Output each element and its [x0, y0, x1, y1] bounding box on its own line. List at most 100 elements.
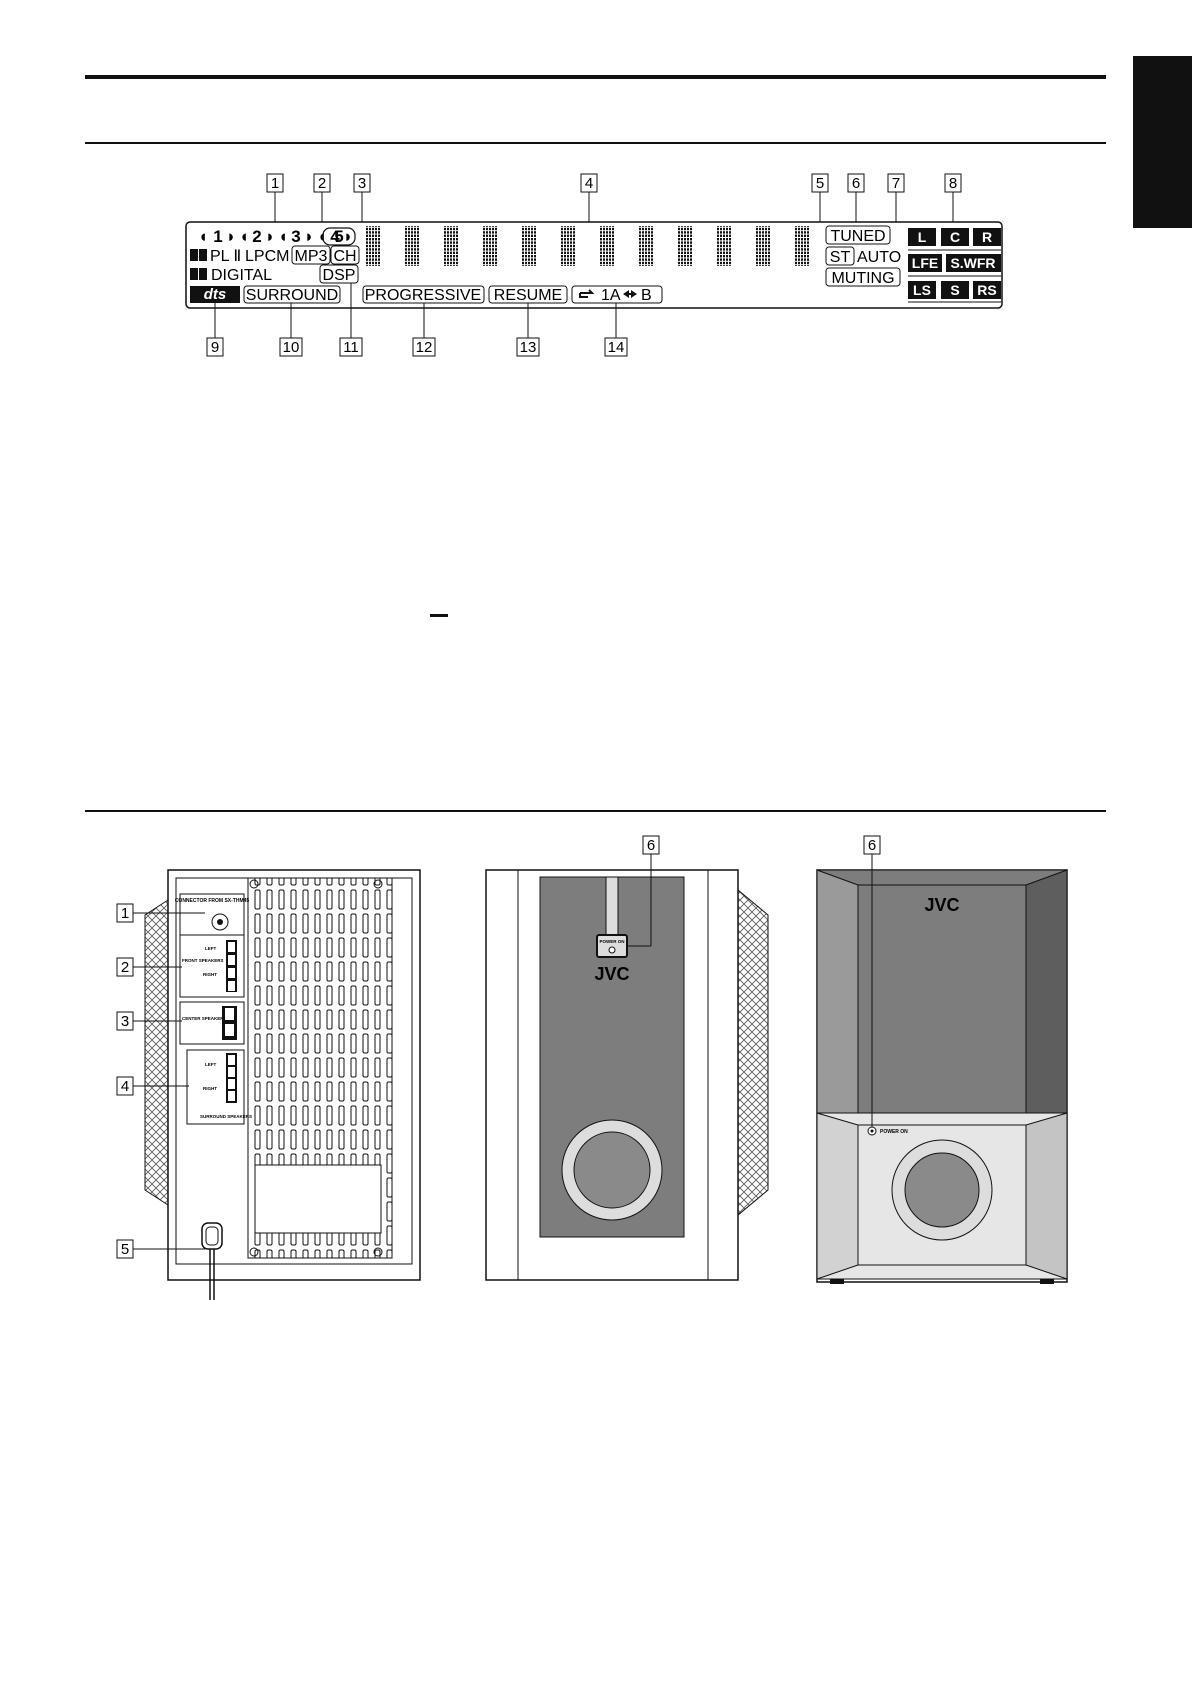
channel-indicators: ◖1◗ ◖2◗ ◖3◗ ◖4◗ [198, 227, 353, 246]
svg-text:LEFT: LEFT [205, 1062, 216, 1067]
channel-5: 5 [322, 227, 356, 246]
dot-matrix-display [366, 226, 810, 266]
callout-4: 4 [580, 173, 598, 225]
ch-indicator: CH [330, 245, 360, 265]
callout-12: 12 [412, 303, 436, 357]
auto-indicator: AUTO [857, 249, 901, 266]
callout-9: 9 [206, 303, 224, 357]
svg-text:◖: ◖ [198, 227, 208, 246]
svg-text:SURROUND SPEAKERS: SURROUND SPEAKERS [200, 1114, 252, 1119]
svg-text:CENTER SPEAKER: CENTER SPEAKER [182, 1016, 224, 1021]
svg-text:C: C [950, 229, 960, 245]
jvc-logo: JVC [594, 964, 629, 984]
language-tab [1133, 56, 1192, 228]
svg-text:LFE: LFE [912, 255, 938, 271]
svg-text:6: 6 [647, 837, 655, 854]
front-speaker-terminals: FRONT SPEAKERS LEFT RIGHT [179, 934, 245, 998]
svg-text:10: 10 [283, 339, 300, 356]
svg-text:B: B [641, 287, 652, 304]
svg-text:4: 4 [330, 227, 340, 246]
svg-text:◗: ◗ [343, 227, 353, 246]
svg-text:dts: dts [204, 286, 227, 303]
callout-13: 13 [516, 303, 540, 357]
progressive-indicator: PROGRESSIVE [362, 285, 485, 304]
svg-text:ST: ST [830, 249, 851, 266]
svg-text:7: 7 [892, 175, 900, 192]
svg-text:PL Ⅱ: PL Ⅱ [210, 248, 241, 265]
svg-text:3: 3 [121, 1013, 129, 1030]
svg-text:12: 12 [416, 339, 433, 356]
svg-text:SURROUND: SURROUND [246, 287, 338, 304]
svg-text:POWER ON: POWER ON [880, 1129, 908, 1135]
svg-text:2: 2 [318, 175, 326, 192]
svg-text:5: 5 [121, 1241, 129, 1258]
power-cord [201, 1222, 223, 1300]
front-view: JVC POWER ON 6 [816, 835, 1068, 1284]
callout-3: 3 [353, 173, 371, 250]
svg-text:RS: RS [977, 282, 996, 298]
svg-text:◖: ◖ [278, 227, 288, 246]
dolby-digital-indicator: DIGITAL [190, 267, 272, 284]
svg-text:TUNED: TUNED [830, 228, 885, 245]
svg-text:6: 6 [852, 175, 860, 192]
svg-text:MUTING: MUTING [831, 270, 894, 287]
speaker-indicators: L C R LFE S.WFR LS S RS [908, 228, 1001, 303]
svg-text:RIGHT: RIGHT [203, 1086, 217, 1091]
svg-text:PROGRESSIVE: PROGRESSIVE [365, 287, 481, 304]
callouts-bottom: 9 10 11 12 13 14 [206, 283, 628, 357]
svg-text:R: R [982, 229, 992, 245]
svg-text:4: 4 [121, 1078, 129, 1095]
callout-6: 6 [847, 173, 865, 227]
middle-view: POWER ON JVC 6 [485, 835, 769, 1281]
svg-text:1: 1 [121, 905, 129, 922]
svg-text:◗: ◗ [304, 227, 314, 246]
svg-text:4: 4 [585, 175, 593, 192]
svg-text:3: 3 [291, 227, 300, 246]
svg-text:8: 8 [949, 175, 957, 192]
lpcm-indicator: LPCM [245, 248, 289, 265]
connector-block: CONNECTOR FROM SX-THM45 [175, 893, 249, 943]
muting-indicator: MUTING [825, 267, 901, 287]
section-rule-1 [85, 142, 1106, 144]
svg-text:CH: CH [333, 248, 356, 265]
power-on-led: POWER ON [596, 934, 628, 958]
callout-14: 14 [604, 303, 628, 357]
svg-text:◗: ◗ [226, 227, 236, 246]
dolby-pl2-indicator: PL Ⅱ [190, 248, 241, 265]
callout-10: 10 [279, 303, 303, 357]
svg-text:2: 2 [121, 959, 129, 976]
dts-indicator: dts [190, 286, 240, 303]
svg-text:FRONT SPEAKERS: FRONT SPEAKERS [182, 958, 224, 963]
svg-text:5: 5 [334, 227, 343, 246]
svg-text:◗: ◗ [265, 227, 275, 246]
jvc-logo-front: JVC [924, 895, 959, 915]
center-speaker-terminals: CENTER SPEAKER [179, 1001, 245, 1045]
rear-callouts: 1 2 3 4 5 [116, 903, 205, 1259]
mp3-indicator: MP3 [291, 245, 331, 265]
svg-text:9: 9 [211, 339, 219, 356]
repeat-ab-indicator: 1A B [571, 285, 663, 304]
middle-callout: 6 [627, 835, 660, 947]
svg-text:S.WFR: S.WFR [950, 255, 995, 271]
svg-text:5: 5 [816, 175, 824, 192]
svg-text:MP3: MP3 [295, 248, 328, 265]
svg-text:2: 2 [252, 227, 261, 246]
overline-mark [430, 614, 448, 617]
tuned-indicator: TUNED [825, 225, 891, 245]
surround-indicator: SURROUND [243, 285, 341, 304]
svg-text:1A: 1A [601, 287, 621, 304]
svg-text:RIGHT: RIGHT [203, 972, 217, 977]
svg-text:DIGITAL: DIGITAL [211, 267, 272, 284]
svg-text:DSP: DSP [323, 267, 356, 284]
front-callout: 6 [863, 835, 881, 1127]
svg-text:◖: ◖ [317, 227, 327, 246]
callout-8: 8 [944, 173, 962, 225]
resume-indicator: RESUME [488, 285, 568, 304]
display-panel-diagram: 1 2 3 4 5 6 7 8 ◖1◗ ◖2◗ ◖3◗ ◖4◗ 5 PL Ⅱ L… [185, 173, 1003, 357]
svg-text:3: 3 [358, 175, 366, 192]
woofer-cone [573, 1131, 651, 1209]
top-rule [85, 75, 1106, 79]
svg-text:13: 13 [520, 339, 537, 356]
st-indicator: ST [825, 246, 855, 266]
svg-text:S: S [950, 282, 959, 298]
